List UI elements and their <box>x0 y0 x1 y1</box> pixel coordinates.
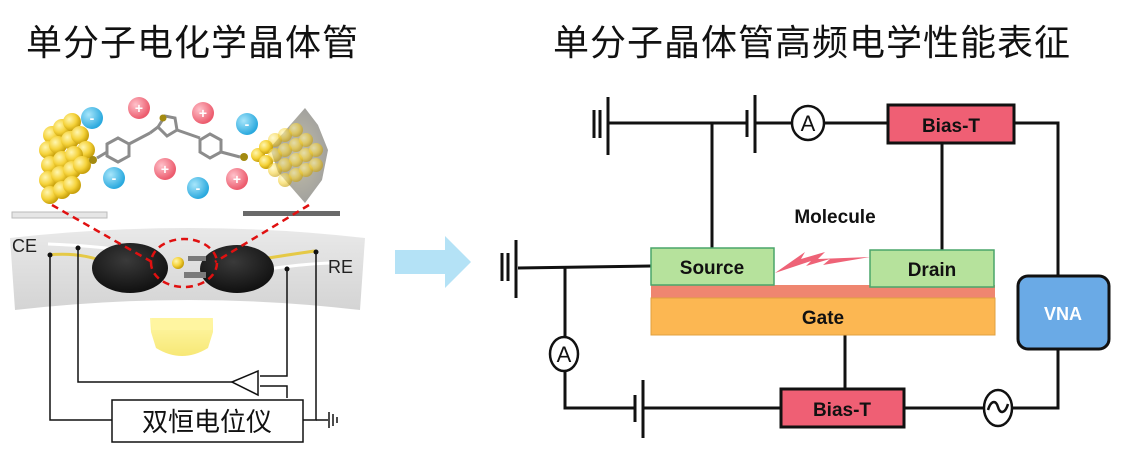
gold-atom <box>299 133 313 147</box>
svg-text:-: - <box>90 110 95 126</box>
cation-icon: + <box>128 97 150 119</box>
sulfur-atom-right <box>240 153 248 161</box>
gold-atom <box>63 113 81 131</box>
lightning-icon <box>775 252 870 273</box>
anion-icon: - <box>103 167 125 189</box>
bipotentiostat-box <box>111 399 304 443</box>
source-electrode <box>650 247 775 286</box>
svg-text:A: A <box>557 342 572 367</box>
svg-text:-: - <box>112 170 117 186</box>
dielectric-layer <box>651 285 995 298</box>
cation-icon: + <box>192 102 214 124</box>
label-re: RE <box>328 257 353 277</box>
gold-atom <box>278 173 292 187</box>
vna-box <box>1016 274 1111 351</box>
gold-atom <box>278 143 292 157</box>
bias-t-top-label: Bias-T <box>922 116 980 137</box>
gold-electrode-left <box>39 113 95 204</box>
battery-icon-top <box>745 95 757 153</box>
gold-atom <box>278 128 292 142</box>
svg-text:-: - <box>245 116 250 132</box>
transition-arrow <box>395 236 471 288</box>
gold-atom <box>71 126 89 144</box>
svg-text:+: + <box>161 161 169 177</box>
left-panel-electrochemical-setup: - + + - - + - + CE RE <box>10 97 365 443</box>
sulfur-atom-left <box>89 156 97 164</box>
drain-electrode <box>869 249 995 288</box>
anion-icon: - <box>236 113 258 135</box>
insulation-drop-right <box>200 245 274 293</box>
gold-atom <box>278 158 292 172</box>
svg-text:+: + <box>233 171 241 187</box>
battery-icon-bottom <box>633 380 645 438</box>
vna-label: VNA <box>1044 304 1082 324</box>
substrate-bar-right <box>243 211 340 216</box>
amplifier-icon <box>230 369 259 397</box>
potentiostat-wiring <box>49 248 328 421</box>
gold-electrode-right-coated <box>251 108 328 203</box>
anion-icon: - <box>81 107 103 129</box>
bias-t-bottom-box <box>779 387 906 429</box>
bias-t-top-box <box>886 103 1016 145</box>
anion-icon: - <box>187 177 209 199</box>
source-label: Source <box>680 258 744 279</box>
circuit-wires <box>517 121 1060 410</box>
svg-text:A: A <box>801 111 816 136</box>
bias-t-bottom-label: Bias-T <box>813 400 871 421</box>
cation-icon: + <box>154 158 176 180</box>
substrate-bar-left <box>11 211 108 219</box>
gold-atom <box>289 123 303 137</box>
cation-icon: + <box>226 168 248 190</box>
title-high-frequency-characterization: 单分子晶体管高频电学性能表征 <box>553 23 1072 64</box>
ac-source-icon <box>982 388 1014 428</box>
svg-text:-: - <box>196 180 201 196</box>
light-source <box>152 318 212 330</box>
ammeter-icon-top: A <box>790 104 826 142</box>
svg-text:+: + <box>199 105 207 121</box>
ground-icon-top <box>592 97 610 155</box>
molecule-label: Molecule <box>794 207 875 228</box>
gold-atom <box>73 156 91 174</box>
zoom-indicator <box>51 203 310 289</box>
molecule-structure <box>89 114 248 164</box>
gold-atom <box>309 158 323 172</box>
bipotentiostat-label: 双恒电位仪 <box>142 408 272 438</box>
title-electrochemical-transistor: 单分子电化学晶体管 <box>26 23 360 64</box>
label-ce: CE <box>12 236 37 256</box>
junction-gold-tip <box>172 257 184 269</box>
ground-icon-middle <box>500 240 518 298</box>
ammeter-icon-left: A <box>548 335 580 373</box>
gold-atom <box>63 176 81 194</box>
ground-icon-left <box>328 412 338 428</box>
gate-label: Gate <box>802 308 844 329</box>
gate-layer <box>650 297 996 336</box>
right-panel-circuit: A A Bias-T Bias-T VNA Molecule Gate Sour… <box>500 95 1111 438</box>
insulation-drop-left <box>92 243 168 293</box>
ion-group: - + + - - + - + <box>81 97 258 199</box>
drain-label: Drain <box>908 260 957 281</box>
gold-atom <box>309 143 323 157</box>
svg-text:+: + <box>135 100 143 116</box>
